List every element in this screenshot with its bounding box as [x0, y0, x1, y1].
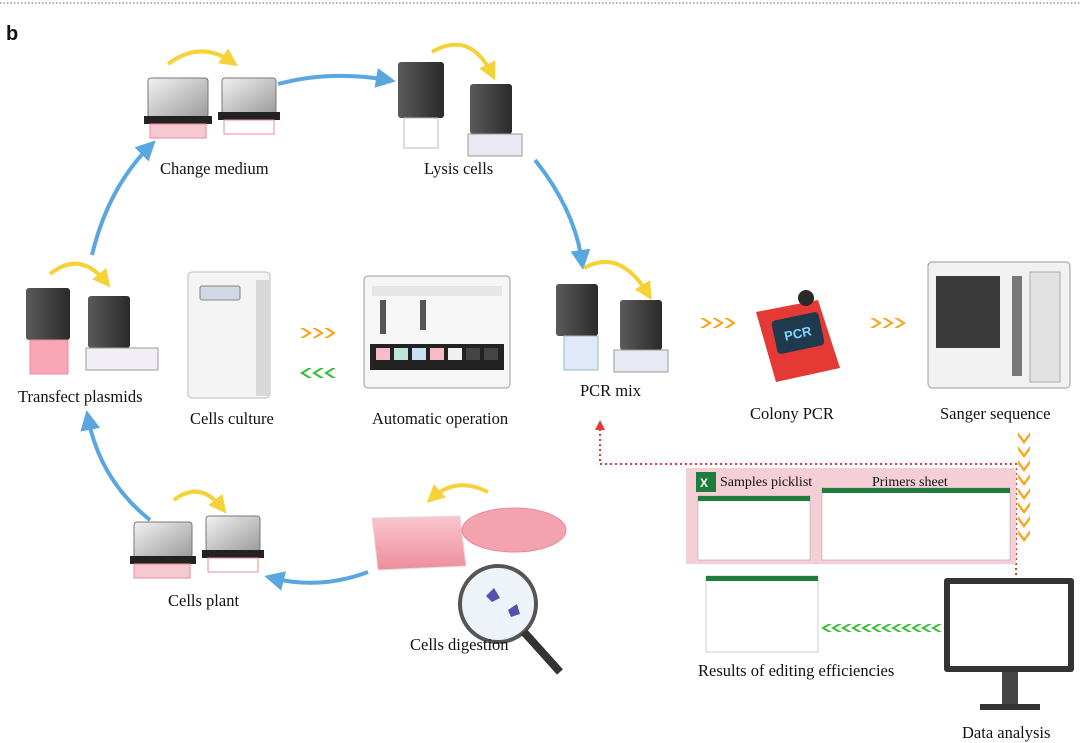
- label-lysis-cells: Lysis cells: [424, 159, 493, 178]
- lysis-cells-illustration: [398, 42, 523, 157]
- label-pcr-mix: PCR mix: [580, 381, 642, 400]
- arrow-digestion-to-plant: [264, 570, 369, 591]
- automation-robot-illustration: [363, 275, 511, 389]
- label-samples-picklist: Samples picklist: [720, 475, 812, 490]
- label-change-medium: Change medium: [160, 159, 269, 178]
- arrow-change-to-lysis: [277, 68, 396, 88]
- sequencer-illustration: [927, 261, 1071, 389]
- incubator-illustration: [187, 271, 271, 399]
- chevrons-culture-to-auto: [300, 328, 336, 338]
- label-data-analysis: Data analysis: [962, 723, 1050, 742]
- svg-text:X: X: [700, 476, 708, 490]
- label-automatic-operation: Automatic operation: [372, 409, 508, 428]
- label-sanger-sequence: Sanger sequence: [940, 404, 1050, 423]
- cells-plant-illustration: [130, 489, 264, 579]
- change-medium-illustration: [144, 48, 280, 139]
- pcr-device-label: PCR: [783, 323, 814, 344]
- label-primers-sheet: Primers sheet: [872, 475, 948, 490]
- arrow-lysis-to-pcrmix: [533, 158, 591, 270]
- label-colony-pcr: Colony PCR: [750, 404, 834, 423]
- chevrons-pcrmix-to-colony: [700, 318, 736, 328]
- label-results-editing: Results of editing efficiencies: [698, 661, 894, 680]
- arrow-transfect-to-change: [90, 140, 156, 256]
- results-spreadsheet: [705, 575, 819, 653]
- chevrons-colony-to-sanger: [870, 318, 906, 328]
- panel-label: b: [6, 23, 18, 45]
- label-transfect-plasmids: Transfect plasmids: [18, 387, 143, 406]
- chevrons-analysis-to-results: [821, 624, 942, 632]
- chevrons-auto-to-culture: [300, 368, 336, 378]
- chevrons-sanger-down: [1018, 432, 1030, 542]
- pcr-device-illustration: PCR: [756, 290, 840, 382]
- arrow-plant-to-transfect: [80, 410, 152, 522]
- transfect-plasmids-illustration: [26, 261, 159, 375]
- monitor-illustration: [944, 578, 1074, 710]
- label-cells-culture: Cells culture: [190, 409, 274, 428]
- label-cells-digestion: Cells digestion: [410, 635, 509, 654]
- cells-digestion-illustration: [371, 483, 567, 675]
- pcr-mix-illustration: [556, 259, 669, 373]
- spreadsheet-panel: X: [686, 468, 1016, 564]
- label-cells-plant: Cells plant: [168, 591, 239, 610]
